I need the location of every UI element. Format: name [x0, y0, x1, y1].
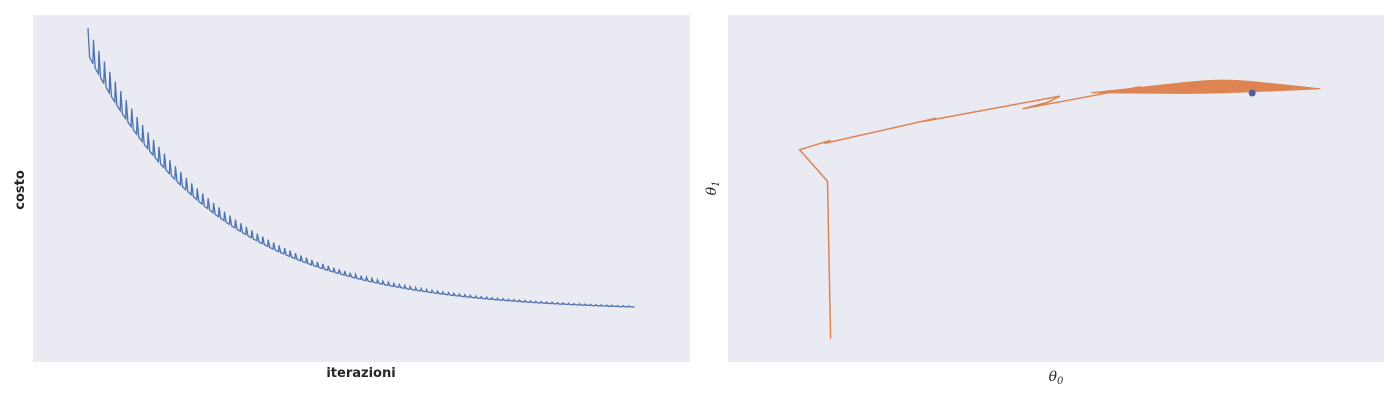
theta1-ylabel: θ1	[704, 181, 722, 196]
cost-ylabel: costo	[13, 170, 28, 210]
theta-path-chart: θ0 θ1	[704, 15, 1384, 387]
cost-series-line	[87, 28, 635, 308]
theta-plot-background	[728, 15, 1384, 362]
theta-path-line	[798, 82, 1191, 339]
cost-chart: iterazioni costo	[13, 15, 690, 381]
cost-xlabel: iterazioni	[326, 366, 395, 381]
theta0-xlabel: θ0	[1049, 369, 1064, 387]
cost-plot-background	[33, 15, 690, 362]
theta-final-point	[1248, 89, 1256, 97]
